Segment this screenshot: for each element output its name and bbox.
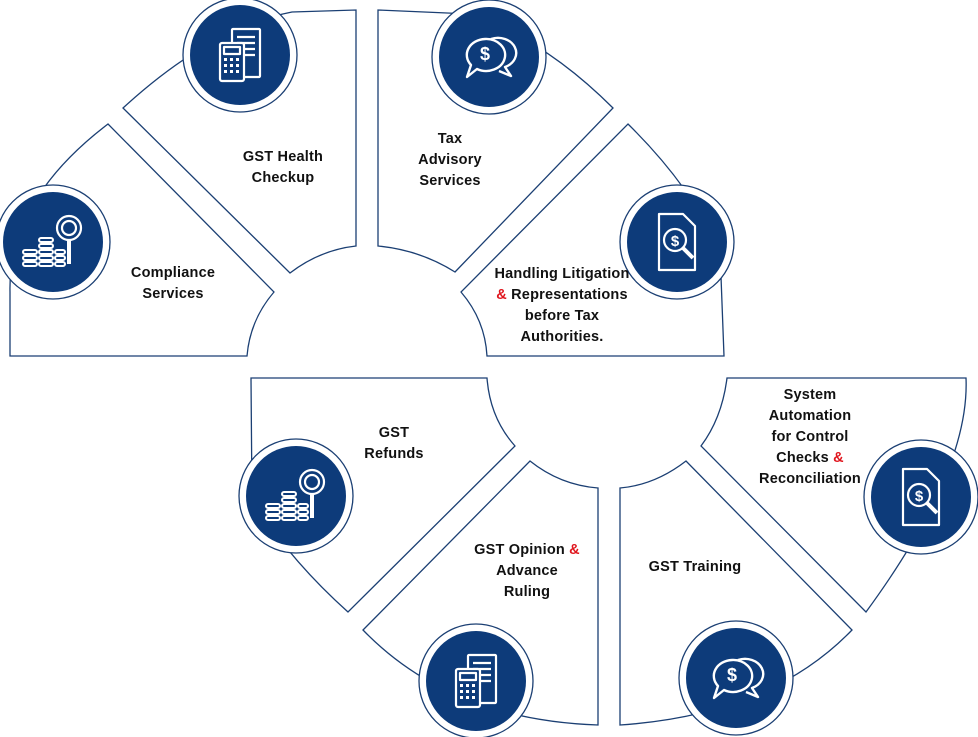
label-line: GST Opinion & [474,542,580,558]
label-line: GST [378,425,410,441]
label-line: Refunds [364,446,424,462]
segment-system-automation [700,377,967,613]
label-line: for Control [771,429,849,445]
label-line: GST Health [242,149,324,165]
label-line: Checkup [251,170,315,186]
segment-gst-opinion-advance-ruling [362,460,599,726]
label-line: Authorities. [520,329,604,345]
ampersand: & [569,542,580,558]
label-line: before Tax [524,308,600,324]
label-gst-training: GST Training [628,557,762,578]
segment-compliance-services [9,123,275,357]
label-line: Advance [496,563,558,579]
label-line: Checks & [776,450,844,466]
label-handling-litigation: Handling Litigation & Representations befo… [480,264,644,348]
label-line: Ruling [503,584,551,600]
label-line: Compliance [130,265,216,281]
label-line: Advisory [418,152,482,168]
segment-gst-training [619,460,853,726]
label-line: Reconciliation [759,471,861,487]
label-line: System [783,387,837,403]
label-line: & Representations [496,287,628,303]
ampersand: & [496,287,507,303]
label-line: Automation [768,408,852,424]
label-line: Services [142,286,204,302]
ampersand: & [833,450,844,466]
label-gst-refunds: GST Refunds [344,423,444,465]
label-line: Tax [437,131,463,147]
label-line: Services [419,173,481,189]
label-line: GST Training [648,559,742,575]
label-line: Handling Litigation [494,266,630,282]
